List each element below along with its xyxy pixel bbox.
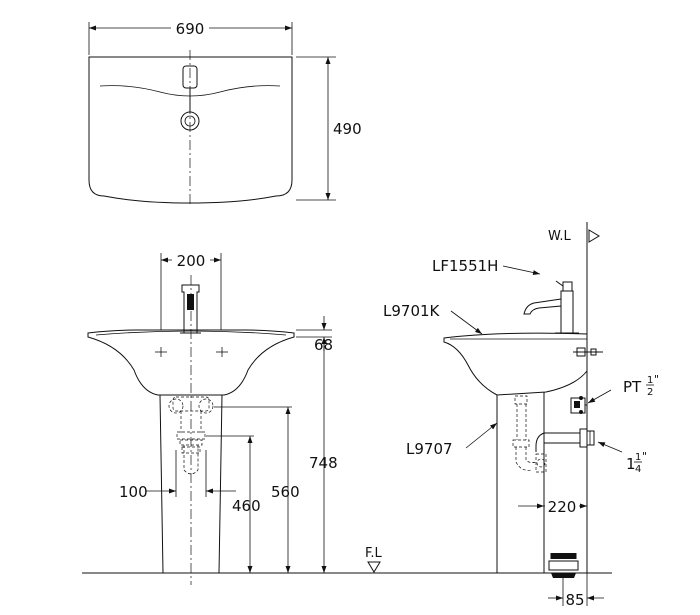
- side-view: W.L: [383, 222, 659, 609]
- drain-width-dimension: 100: [119, 483, 148, 501]
- side-floor-outlet: [548, 553, 579, 578]
- side-faucet: [523, 280, 579, 334]
- pedestal-model-label: L9707: [406, 440, 453, 458]
- supply-thread-numerator: 1: [647, 375, 653, 386]
- drain-size-numerator: 1: [635, 452, 641, 463]
- supply-thread-denominator: 2: [647, 387, 653, 398]
- supply-thread-prefix: PT: [623, 378, 642, 396]
- hole-spacing-dimension: 200: [177, 252, 206, 270]
- front-hidden-plumbing: [168, 396, 214, 475]
- floor-level-label: F.L: [365, 546, 383, 561]
- front-faucet: [180, 284, 201, 334]
- top-depth-dimension: 490: [333, 120, 362, 138]
- drain-size-label: 1 1 4 ": [626, 450, 647, 475]
- faucet-model-label: LF1551H: [432, 257, 498, 275]
- drain-size-whole: 1: [626, 455, 636, 473]
- floor-outlet-dimension: 85: [565, 591, 584, 609]
- top-width-dimension: 690: [176, 20, 205, 38]
- floor-level-marker: F.L: [365, 546, 383, 573]
- side-wall-bolt: [573, 347, 603, 357]
- front-view: 200: [87, 251, 338, 585]
- supply-height-dimension: 560: [271, 483, 300, 501]
- side-drain-pipe: [535, 428, 595, 452]
- rim-thickness-dimension: 68: [314, 336, 333, 354]
- drain-size-unit: ": [642, 450, 647, 463]
- side-supply-valve: [570, 396, 587, 414]
- rim-height-dimension: 748: [309, 454, 338, 472]
- drain-size-denominator: 4: [635, 464, 641, 475]
- basin-model-label: L9701K: [383, 302, 441, 320]
- supply-thread-unit: ": [654, 373, 659, 386]
- overflow-marks: [155, 347, 228, 357]
- supply-thread-label: PT 1 2 ": [623, 373, 659, 398]
- side-basin: [443, 332, 588, 396]
- top-view: 690 490: [88, 18, 362, 205]
- front-pedestal: [159, 394, 223, 574]
- drain-height-dimension: 460: [232, 497, 261, 515]
- drain-offset-dimension: 220: [548, 498, 577, 516]
- front-basin: [87, 329, 295, 396]
- side-hidden-trap: [512, 395, 547, 473]
- wall-level-label: W.L: [548, 229, 571, 244]
